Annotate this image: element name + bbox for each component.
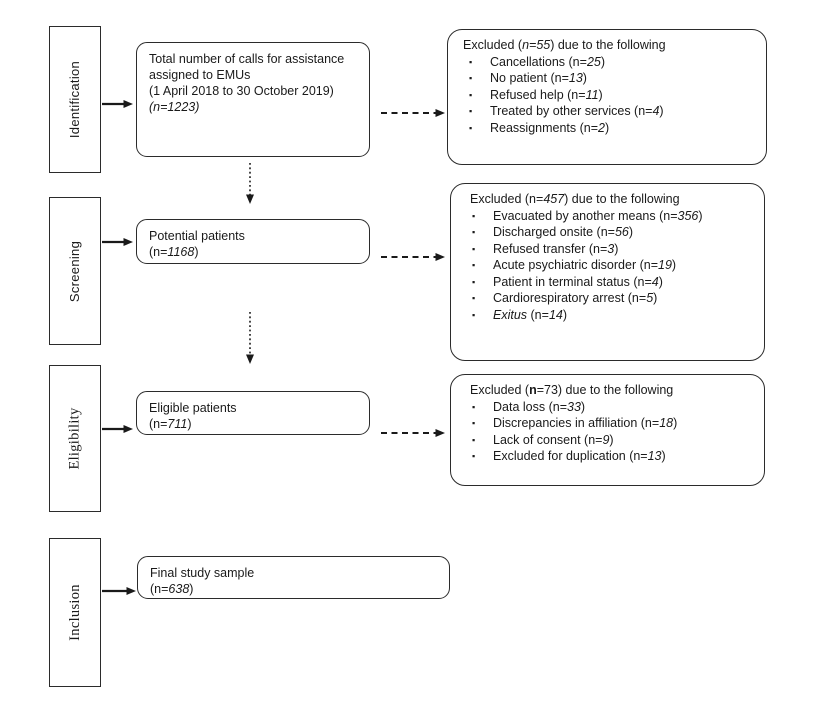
text-line: (1 April 2018 to 30 October 2019): [149, 84, 334, 98]
exclusion-item: ▪ Discharged onsite (n=56): [466, 224, 754, 241]
exclusion-item: ▪ Excluded for duplication (n=13): [466, 448, 754, 465]
excluded-eligibility-box: Excluded (n=73) due to the following ▪ Da…: [450, 374, 765, 486]
bullet-square-icon: ▪: [472, 418, 476, 428]
text-line: (n=638): [150, 582, 194, 596]
excluded-eligibility-header: Excluded (n=73) due to the following: [470, 383, 674, 397]
excluded-screening-header: Excluded (n=457) due to the following: [470, 192, 680, 206]
text-line: (n=1223): [149, 100, 200, 114]
bullet-square-icon: ▪: [472, 276, 476, 287]
exclusion-item: ▪ Data loss (n=33): [466, 399, 754, 416]
bullet-square-icon: ▪: [469, 73, 473, 83]
bullet-square-icon: ▪: [472, 210, 476, 221]
exclusion-item: ▪ No patient (n=13): [463, 70, 756, 87]
exclusion-item: ▪ Patient in terminal status (n=4): [466, 274, 754, 291]
exclusion-item-text: Refused help (n=11): [490, 87, 603, 102]
exclusion-item: ▪ Cancellations (n=25): [463, 54, 756, 71]
excluded-screening-box: Excluded (n=457) due to the following ▪ E…: [450, 183, 765, 361]
exclusion-item: ▪ Acute psychiatric disorder (n=19): [466, 257, 754, 274]
text-line: Final study sample: [150, 566, 255, 580]
final-study-sample-text: Final study sample (n=638): [150, 565, 437, 597]
total-calls-text: Total number of calls for assistance assi…: [149, 51, 357, 115]
exclusion-item: ▪ Treated by other services (n=4): [463, 103, 756, 120]
exclusion-item-text: Acute psychiatric disorder (n=19): [493, 258, 677, 272]
exclusion-item-text: Lack of consent (n=9): [493, 432, 614, 447]
bullet-square-icon: ▪: [472, 451, 476, 461]
exclusion-item: ▪ Evacuated by another means (n=356): [466, 208, 754, 225]
bullet-square-icon: ▪: [472, 260, 476, 270]
exclusion-item: ▪ Discrepancies in affiliation (n=18): [466, 415, 754, 432]
potential-patients-box: Potential patients (n=1168): [136, 219, 370, 264]
exclusion-item-text: Cancellations (n=25): [490, 54, 606, 69]
exclusion-item-text: Discharged onsite (n=56): [493, 225, 634, 239]
exclusion-item-text: Discrepancies in affiliation (n=18): [493, 416, 678, 430]
eligible-patients-box: Eligible patients (n=711): [136, 391, 370, 435]
exclusion-item-text: Excluded for duplication (n=13): [493, 449, 666, 463]
exclusion-item-text: Reassignments (n=2): [490, 120, 610, 135]
excluded-screening-list: ▪ Evacuated by another means (n=356) ▪ Disc…: [466, 208, 754, 324]
exclusion-item: ▪ Lack of consent (n=9): [466, 432, 754, 449]
bullet-square-icon: ▪: [472, 293, 476, 303]
exclusion-item-text: Cardiorespiratory arrest (n=5): [493, 291, 658, 305]
bullet-square-icon: ▪: [469, 56, 473, 67]
total-calls-box: Total number of calls for assistance assi…: [136, 42, 370, 157]
stage-inclusion-label: Inclusion: [66, 584, 83, 641]
text-line: assigned to EMUs: [149, 68, 251, 82]
bullet-square-icon: ▪: [472, 434, 476, 445]
stage-eligibility-label: Eligibility: [66, 407, 83, 470]
exclusion-item-text: Patient in terminal status (n=4): [493, 274, 663, 289]
eligible-patients-text: Eligible patients (n=711): [149, 400, 357, 432]
stage-eligibility: Eligibility: [49, 365, 101, 512]
exclusion-item-text: Treated by other services (n=4): [490, 104, 664, 118]
stage-screening-label: Screening: [67, 240, 83, 302]
excluded-identification-header: Excluded (n=55) due to the following: [463, 38, 666, 52]
bullet-square-icon: ▪: [472, 309, 476, 320]
excluded-identification-box: Excluded (n=55) due to the following ▪ Ca…: [447, 29, 767, 165]
exclusion-item-text: Exitus (n=14): [493, 307, 568, 322]
potential-patients-text: Potential patients (n=1168): [149, 228, 357, 260]
exclusion-item: ▪ Reassignments (n=2): [463, 120, 756, 137]
stage-inclusion: Inclusion: [49, 538, 101, 687]
text-line: (n=711): [149, 417, 192, 431]
bullet-square-icon: ▪: [469, 106, 473, 116]
stage-screening: Screening: [49, 197, 101, 345]
stage-identification-label: Identification: [67, 60, 83, 139]
text-line: (n=1168): [149, 245, 199, 259]
exclusion-item: ▪ Refused help (n=11): [463, 87, 756, 104]
exclusion-item: ▪ Cardiorespiratory arrest (n=5): [466, 290, 754, 307]
stage-identification: Identification: [49, 26, 101, 173]
bullet-square-icon: ▪: [472, 227, 476, 237]
exclusion-item-text: No patient (n=13): [490, 71, 587, 85]
bullet-square-icon: ▪: [472, 401, 476, 412]
bullet-square-icon: ▪: [472, 243, 476, 254]
final-study-sample-box: Final study sample (n=638): [137, 556, 450, 599]
excluded-identification-list: ▪Cancellations (n=25)▪No patient (n=13)▪…: [463, 54, 756, 137]
text-line: Potential patients: [149, 229, 245, 243]
bullet-square-icon: ▪: [469, 122, 473, 133]
exclusion-item: ▪ Exitus (n=14): [466, 307, 754, 324]
exclusion-item: ▪ Refused transfer (n=3): [466, 241, 754, 258]
text-line: Total number of calls for assistance: [149, 52, 345, 66]
text-line: Eligible patients: [149, 401, 237, 415]
bullet-square-icon: ▪: [469, 89, 473, 100]
exclusion-item-text: Data loss (n=33): [493, 399, 586, 414]
excluded-eligibility-list: ▪ Data loss (n=33) ▪ Discrepancies in affil…: [466, 399, 754, 465]
exclusion-item-text: Evacuated by another means (n=356): [493, 208, 703, 223]
exclusion-item-text: Refused transfer (n=3): [493, 241, 619, 256]
